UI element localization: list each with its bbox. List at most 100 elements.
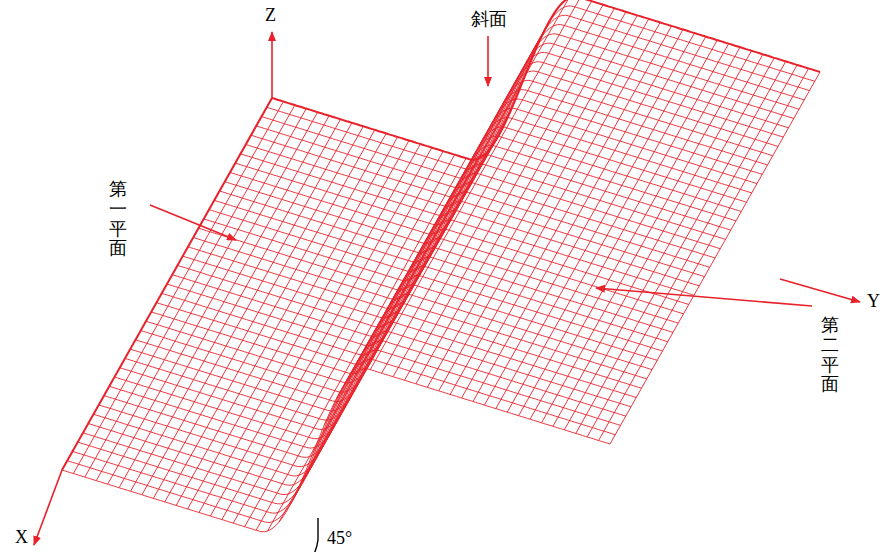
mesh-line [519, 44, 729, 416]
mesh-line [507, 40, 717, 412]
axis-label: Y [866, 292, 881, 312]
mesh-line [188, 146, 736, 309]
mesh-line [313, 80, 523, 452]
mesh-line [96, 109, 306, 481]
mesh-line [130, 248, 678, 411]
mesh-line [530, 47, 740, 419]
mesh-line [178, 164, 726, 327]
mesh-line [405, 8, 615, 380]
mesh-line [204, 118, 752, 281]
mesh-line [496, 37, 706, 409]
mesh-line [359, 0, 569, 370]
mesh-line [235, 62, 783, 225]
axis-label: X [14, 528, 29, 548]
mesh-line [542, 51, 752, 423]
mesh-line [439, 19, 649, 391]
mesh-line [83, 332, 631, 495]
mesh-line [172, 173, 720, 336]
mesh-line [73, 350, 621, 513]
mesh-line [336, 27, 546, 399]
mesh-line [251, 34, 799, 197]
mesh-line [183, 155, 731, 318]
angle-arc [304, 518, 318, 552]
mesh-line [256, 25, 804, 188]
mesh-line [267, 6, 815, 169]
mesh-line [462, 26, 672, 398]
mesh-line [393, 5, 603, 377]
mesh-line [599, 68, 809, 440]
mesh-line [241, 53, 789, 216]
region-label: 第二平面 [820, 316, 840, 395]
mesh-line [382, 1, 592, 373]
mesh-line [146, 220, 694, 383]
mesh-line [109, 285, 657, 448]
mesh-line [587, 65, 797, 437]
mesh-line [233, 151, 443, 523]
leader-arrow [487, 36, 489, 86]
mesh-line [246, 43, 794, 206]
mesh-surface [62, 0, 820, 532]
region-label: 斜面 [470, 10, 508, 30]
mesh-line [131, 119, 341, 491]
axis-label: Z [264, 6, 277, 26]
mesh-line [325, 52, 535, 424]
mesh-line [85, 105, 295, 477]
mesh-line [73, 102, 283, 474]
mesh-line [272, 0, 820, 160]
mesh-line [167, 183, 715, 346]
y-axis [780, 279, 860, 302]
mesh-line [125, 257, 673, 420]
mesh-line [225, 80, 773, 243]
mesh-line [99, 304, 647, 467]
mesh-line [230, 71, 778, 234]
mesh-line [151, 211, 699, 374]
region-label: 第一平面 [108, 180, 128, 259]
mesh-line [473, 30, 683, 402]
mesh-line [162, 192, 710, 355]
mesh-line [222, 148, 432, 520]
mesh-line [188, 137, 398, 509]
mesh-line [245, 155, 455, 527]
mesh-line [88, 322, 636, 485]
leader-arrow [596, 288, 812, 306]
mesh-line [290, 133, 500, 505]
mesh-line [484, 33, 694, 405]
mesh-line [576, 61, 786, 433]
x-axis [34, 470, 62, 545]
mesh-line [94, 313, 642, 476]
angle-label: 45° [326, 529, 353, 549]
mesh-line [220, 90, 768, 253]
mesh-line [256, 158, 466, 530]
mesh-line [136, 239, 684, 402]
mesh-line [564, 58, 774, 430]
mesh-line [553, 54, 763, 426]
leader-arrow [150, 205, 236, 240]
z-axis [271, 32, 273, 98]
mesh-line [347, 9, 557, 381]
mesh-line [610, 72, 820, 444]
mesh-line [279, 150, 489, 522]
mesh-line [214, 99, 762, 262]
mesh-line [209, 108, 757, 271]
mesh-line [62, 369, 610, 532]
mesh-line [78, 341, 626, 504]
mesh-line [104, 294, 652, 457]
mesh-line [193, 136, 741, 299]
mesh-line [108, 112, 318, 484]
mesh-line [165, 130, 375, 502]
mesh-line [67, 359, 615, 522]
mesh-line [199, 127, 747, 290]
mesh-line [141, 229, 689, 392]
mesh-line [62, 98, 272, 470]
mesh-line [262, 15, 810, 178]
mesh-line [450, 22, 660, 394]
mesh-line [416, 12, 626, 384]
mesh-line [119, 116, 329, 488]
mesh-line [153, 126, 363, 498]
mesh-line [157, 201, 705, 364]
mesh-line [120, 266, 668, 429]
mesh-line [427, 15, 637, 387]
mesh-line [176, 133, 386, 505]
mesh-line [115, 276, 663, 439]
